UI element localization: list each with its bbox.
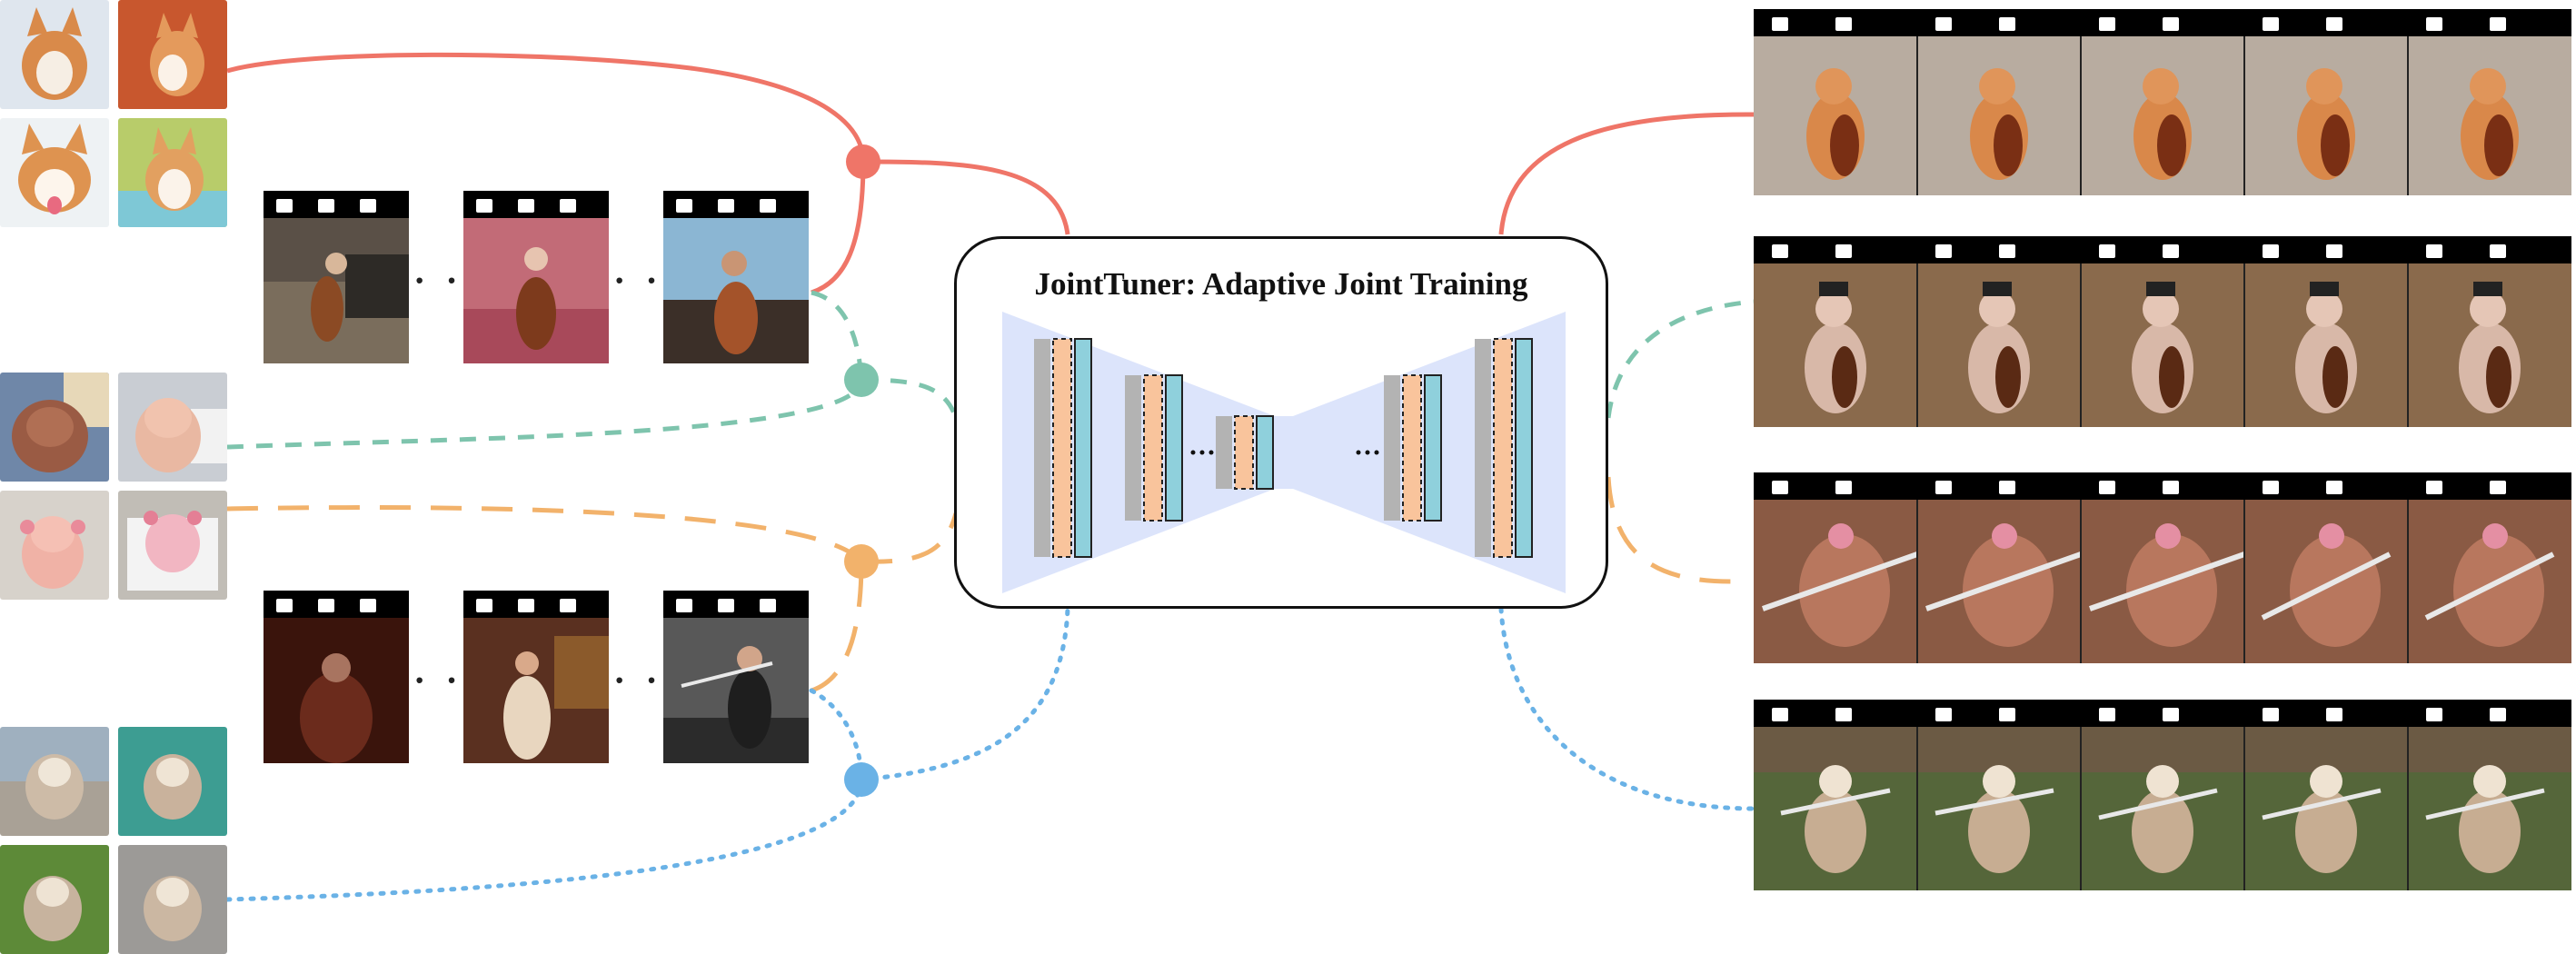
wire-axolotl-subject-orange xyxy=(226,505,863,563)
wire-cello-video-red xyxy=(811,161,866,295)
junction-green xyxy=(844,363,879,397)
wire-model-to-output-green xyxy=(1606,299,1755,419)
reference-video-flute-2 xyxy=(463,591,609,763)
subject-photo-sloth-1 xyxy=(0,727,109,836)
film-strip-icon xyxy=(264,191,409,218)
subject-photo-axolotl-2 xyxy=(118,373,227,482)
reference-video-cello-2 xyxy=(463,191,609,363)
wire-green-to-model xyxy=(860,377,959,419)
film-strip-icon xyxy=(1754,9,2571,36)
model-title: JointTuner: Adaptive Joint Training xyxy=(1034,266,1528,302)
film-strip-icon xyxy=(1754,700,2571,727)
photo-icon xyxy=(118,0,227,109)
photo-icon xyxy=(118,727,227,836)
photo-icon xyxy=(0,491,109,600)
wire-red-to-model xyxy=(862,159,1070,235)
wire-model-to-output-orange xyxy=(1606,476,1732,584)
photo-icon xyxy=(0,0,109,109)
subject-photo-axolotl-4 xyxy=(118,491,227,600)
subject-photo-axolotl-1 xyxy=(0,373,109,482)
wire-sloth-subject-blue xyxy=(224,777,864,902)
generated-video-corgi-cello xyxy=(1754,9,2571,195)
wire-blue-to-model xyxy=(859,606,1070,782)
wire-corgi-subject xyxy=(226,52,866,163)
film-strip-icon xyxy=(663,591,809,618)
photo-icon xyxy=(118,373,227,482)
generated-video-sloth-flute xyxy=(1754,700,2571,890)
subject-photo-corgi-1 xyxy=(0,0,109,109)
reference-video-cello-3 xyxy=(663,191,809,363)
wire-model-to-output-red xyxy=(1498,112,1755,235)
unet-architecture xyxy=(1002,312,1566,593)
film-strip-icon xyxy=(264,591,409,618)
photo-icon xyxy=(0,373,109,482)
film-strip-icon xyxy=(463,191,609,218)
subject-photo-sloth-2 xyxy=(118,727,227,836)
junction-blue xyxy=(844,762,879,797)
wire-orange-to-model xyxy=(860,512,959,564)
wire-model-to-output-blue xyxy=(1498,606,1756,811)
film-strip-icon xyxy=(663,191,809,218)
subject-photo-corgi-4 xyxy=(118,118,227,227)
subject-photo-axolotl-3 xyxy=(0,491,109,600)
generated-video-plush-cello xyxy=(1754,236,2571,427)
photo-icon xyxy=(118,491,227,600)
photo-icon xyxy=(118,845,227,954)
subject-photo-corgi-2 xyxy=(118,0,227,109)
wire-axolotl-subject-green xyxy=(226,379,864,450)
photo-icon xyxy=(0,727,109,836)
subject-photo-sloth-4 xyxy=(118,845,227,954)
film-strip-icon xyxy=(1754,472,2571,500)
photo-icon xyxy=(118,118,227,227)
generated-video-axolotl-flute xyxy=(1754,472,2571,663)
film-strip-icon xyxy=(1754,236,2571,263)
photo-icon xyxy=(0,845,109,954)
jointtuner-model-box: JointTuner: Adaptive Joint Training xyxy=(954,236,1608,609)
reference-video-cello-1 xyxy=(264,191,409,363)
photo-icon xyxy=(0,118,109,227)
junction-orange xyxy=(844,544,879,579)
subject-photo-corgi-3 xyxy=(0,118,109,227)
wire-flute-video-orange xyxy=(811,561,864,693)
reference-video-flute-1 xyxy=(264,591,409,763)
junction-red xyxy=(846,144,880,179)
reference-video-flute-3 xyxy=(663,591,809,763)
film-strip-icon xyxy=(463,591,609,618)
subject-photo-sloth-3 xyxy=(0,845,109,954)
